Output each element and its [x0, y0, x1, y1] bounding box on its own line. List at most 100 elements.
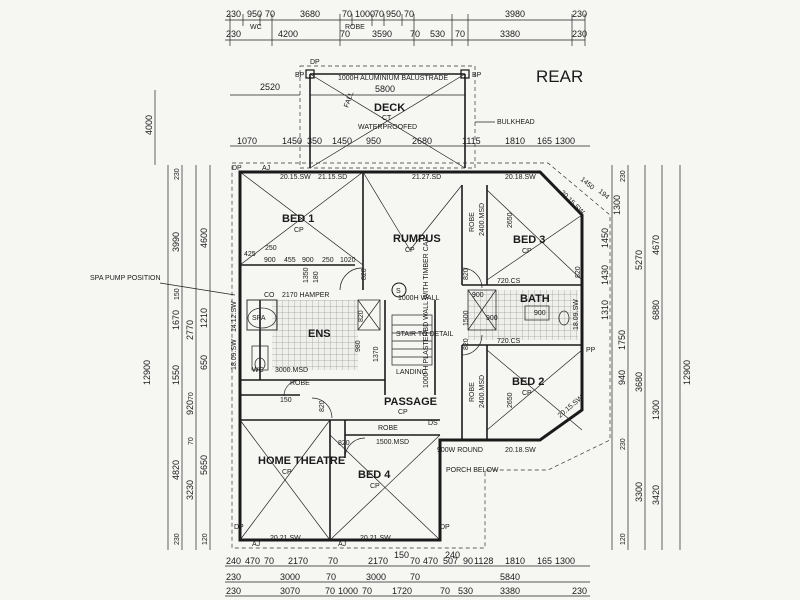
dim: 820 — [463, 338, 470, 350]
dim: 3380 — [500, 29, 520, 39]
dim: 230 — [226, 586, 241, 596]
dim: 70 — [404, 9, 414, 19]
dim: 5650 — [199, 455, 209, 475]
dim: 250 — [265, 245, 277, 252]
wall-1000h-note: 1000H WALL — [398, 295, 439, 302]
dim: 3420 — [651, 485, 661, 505]
stair — [391, 314, 433, 366]
dim: 70 — [340, 29, 350, 39]
dim: 150 — [394, 550, 409, 560]
spa-label: SPA — [252, 315, 266, 322]
dim: 1310 — [600, 300, 610, 320]
dim: 3230 — [185, 480, 195, 500]
right-dimensions: 1300 1450 1430 1310 1750 5270 4670 6880 … — [579, 165, 692, 550]
bed3-cp: CP — [522, 248, 532, 255]
window-label: 20.15.SW — [559, 189, 586, 216]
dim: 230 — [174, 533, 181, 545]
dim: 425 — [244, 251, 256, 258]
dim: 1128 — [474, 556, 493, 566]
switch-note: S — [396, 288, 401, 295]
dim: 3990 — [171, 232, 181, 252]
bed4-cp: CP — [370, 483, 380, 490]
dim: 4820 — [171, 460, 181, 480]
bed1-cp: CP — [294, 227, 304, 234]
dim: 165 — [537, 556, 552, 566]
dim: 1000 — [355, 9, 375, 19]
dim: 820 — [338, 440, 350, 447]
window-label: 21.15.SD — [318, 174, 347, 181]
dim: 70 — [374, 9, 384, 19]
dim: 150 — [174, 288, 181, 300]
dim: 230 — [572, 586, 587, 596]
dim: 70 — [326, 572, 336, 582]
aj-note: AJ — [338, 541, 346, 548]
dim: 2650 — [507, 392, 514, 408]
dim-note: ROBE — [345, 24, 365, 31]
inner-dimensions: 425 250 900 455 900 250 1020 1350 180 82… — [244, 212, 582, 447]
bath-label: BATH — [520, 293, 550, 305]
wet-areas — [246, 289, 578, 371]
dim: 3000 — [280, 572, 300, 582]
bed4-label: BED 4 — [358, 469, 391, 481]
top-dimensions: 230 950 70 3680 70 1000 70 950 70 3980 2… — [225, 9, 587, 46]
smoke-detector-icon — [391, 282, 407, 298]
robe-note: ROBE — [469, 382, 476, 402]
dim: 194 — [597, 188, 611, 201]
dim: 3980 — [505, 9, 525, 19]
dim: 230 — [620, 170, 627, 182]
dim-note: WC — [250, 24, 262, 31]
window-labels: 20.15.SW 21.15.SD 21.27.SD 20.18.SW 20.1… — [231, 174, 586, 542]
dim: 4200 — [278, 29, 298, 39]
window-label: 18.09.SW — [573, 299, 580, 330]
spa-pump-note: SPA PUMP POSITION — [90, 275, 161, 282]
round-note: 900W ROUND — [437, 447, 483, 454]
dim: 230 — [572, 9, 587, 19]
dim: 2770 — [185, 320, 195, 340]
dim: 820 — [575, 266, 582, 278]
dim: 980 — [355, 340, 362, 352]
dim: 5840 — [500, 572, 520, 582]
dim: 1550 — [171, 365, 181, 385]
pp-note: PP — [586, 347, 596, 354]
stair-label: STAIR TO DETAIL — [396, 331, 454, 338]
rumpus-cp: CP — [405, 247, 415, 254]
bulkhead-note: BULKHEAD — [497, 119, 535, 126]
dim: 470 — [423, 556, 438, 566]
window-label: 18.09.SW — [231, 339, 238, 370]
home-theatre-label: HOME THEATRE — [258, 455, 345, 467]
balustrade-note: 1000H ALUMINIUM BALUSTRADE — [338, 75, 448, 82]
dim: 70 — [265, 9, 275, 19]
dim: 3590 — [372, 29, 392, 39]
dim: 1300 — [555, 556, 575, 566]
dim: 1670 — [171, 310, 181, 330]
co-note: CO — [264, 292, 275, 299]
dim: 1000 — [338, 586, 358, 596]
dim: 1500 — [463, 310, 470, 326]
dim: 230 — [572, 29, 587, 39]
ceiling-lines — [239, 171, 583, 541]
dim: 820 — [358, 310, 365, 322]
dim: 3680 — [634, 372, 644, 392]
dim: 70 — [410, 572, 420, 582]
dim: 240 — [445, 550, 460, 560]
bed3-label: BED 3 — [513, 234, 545, 246]
dim: 3380 — [500, 586, 520, 596]
passage-cp: CP — [398, 409, 408, 416]
dim: 4670 — [651, 235, 661, 255]
dim: 900 — [264, 257, 276, 264]
dim: 70 — [362, 586, 372, 596]
dim: 1810 — [505, 556, 525, 566]
deck-left-dim: 2520 — [260, 82, 280, 92]
robe-msd-note: 1500.MSD — [376, 439, 409, 446]
dim: 240 — [226, 556, 241, 566]
dim: 455 — [284, 257, 296, 264]
ds-note: DS — [428, 420, 438, 427]
window-label: 21.27.SD — [412, 174, 441, 181]
bed1-label: BED 1 — [282, 213, 314, 225]
dim: 90 — [463, 556, 473, 566]
plaster-wall-note: 1000 H PLASTERBD WALL WITH TIMBER CAP — [423, 237, 430, 388]
dp-note: DP — [232, 165, 242, 172]
dim: 70 — [325, 586, 335, 596]
hamper-note: 2170 HAMPER — [282, 292, 329, 299]
